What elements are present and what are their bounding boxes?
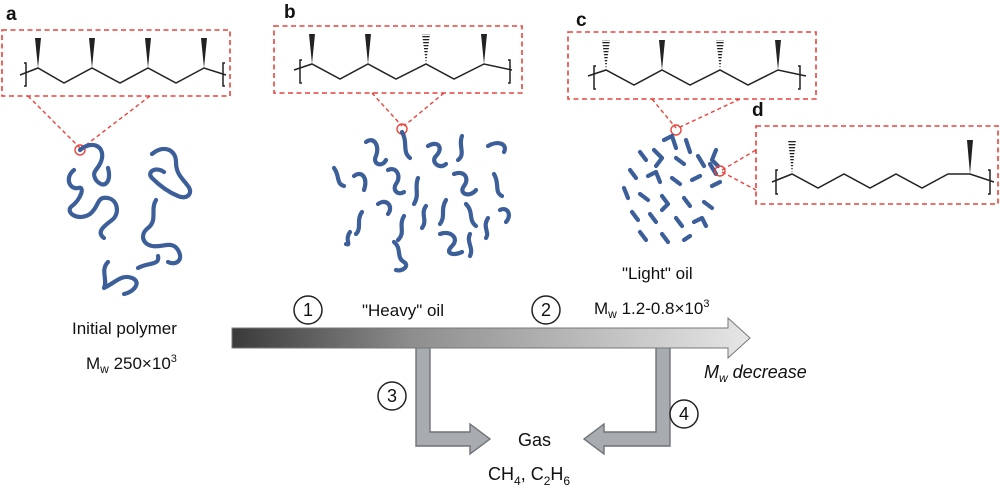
wedge-bond-icon (201, 38, 207, 68)
step-2-number: 2 (541, 300, 551, 320)
panel-d-chain (771, 140, 995, 195)
panel-b-chain (293, 34, 513, 84)
process-arrows (231, 316, 751, 456)
panel-d-structure-box (755, 125, 999, 205)
zoom-marker (74, 144, 86, 156)
panel-c-chain (587, 40, 807, 90)
wedge-bond-icon (145, 38, 151, 68)
panel-c: c (567, 10, 817, 245)
initial-polymer-label: Initial polymer (72, 319, 177, 338)
wedge-bond-icon (481, 34, 487, 64)
wedge-bond-icon (775, 40, 781, 70)
step-4-number: 4 (679, 404, 689, 424)
step-3-marker: 3 (377, 381, 407, 411)
wedge-bond-icon (365, 34, 371, 64)
panel-b-oil-strands (331, 129, 511, 273)
panel-b: b (273, 2, 523, 273)
zoom-marker (714, 165, 726, 177)
heavy-oil-label: "Heavy" oil (362, 301, 444, 320)
arrow-mw-decrease (231, 316, 751, 360)
gas-formula: CH4, C2H6 (488, 464, 570, 488)
wedge-bond-icon (309, 34, 315, 64)
light-mw-label: Mw 1.2-0.8×103 (594, 298, 709, 321)
panel-c-letter: c (576, 10, 587, 31)
mw-decrease-label: Mw decrease (704, 362, 807, 385)
panel-a: a (1, 4, 231, 297)
hashed-bond-icon (788, 140, 796, 174)
panel-a-letter: a (6, 4, 17, 25)
step-2-marker: 2 (531, 295, 561, 325)
panel-b-structure-box (273, 25, 523, 94)
wedge-bond-icon (89, 38, 95, 68)
wedge-bond-icon (659, 40, 665, 70)
step-markers: 1 2 3 4 (293, 295, 699, 429)
hashed-bond-icon (716, 40, 724, 70)
step-1-marker: 1 (293, 295, 323, 325)
step-1-number: 1 (303, 300, 313, 320)
panel-a-structure-box (1, 29, 231, 97)
panel-d-letter: d (752, 100, 764, 121)
initial-mw-label: Mw 250×103 (86, 353, 177, 376)
arrow-step-4 (582, 343, 671, 456)
panel-d: d (714, 100, 999, 205)
hashed-bond-icon (602, 40, 610, 70)
wedge-bond-icon (35, 38, 41, 68)
panel-a-polymer-strands (66, 142, 193, 297)
hashed-bond-icon (422, 34, 430, 64)
zoom-marker (670, 124, 682, 136)
panel-c-structure-box (567, 31, 817, 100)
light-oil-label: "Light" oil (622, 264, 693, 283)
panel-a-chain (19, 38, 227, 87)
step-3-number: 3 (387, 386, 397, 406)
arrow-step-3 (415, 343, 492, 456)
step-4-marker: 4 (669, 399, 699, 429)
panel-c-oil-strands (621, 133, 723, 245)
wedge-bond-icon (967, 140, 973, 174)
gas-label: Gas (518, 430, 551, 450)
panel-b-letter: b (284, 2, 296, 23)
